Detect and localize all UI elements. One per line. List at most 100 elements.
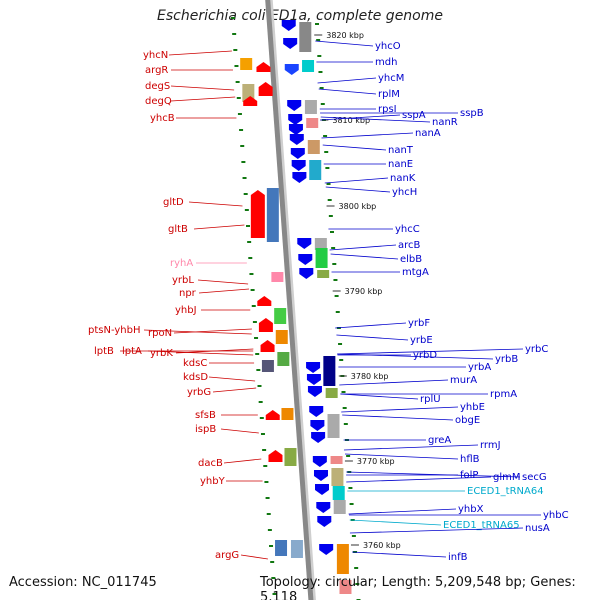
leader-line <box>220 428 259 434</box>
gene-block <box>274 308 287 324</box>
plus-strand-gene <box>316 502 331 513</box>
plus-strand-gene <box>289 134 304 145</box>
genome-title: Escherichia coli ED1a, complete genome <box>157 8 443 24</box>
leader-line <box>198 288 250 294</box>
gene-label-degS: degS <box>145 81 170 92</box>
leader-line <box>342 414 454 421</box>
minus-strand-gene <box>260 340 275 352</box>
gene-label-ECED1tRNA64: ECED1_tRNA64 <box>467 486 544 497</box>
gene-label-rpoN: rpoN <box>148 328 172 339</box>
plus-strand-gene <box>315 484 329 495</box>
gene-label-nanR: nanR <box>432 117 458 128</box>
gene-label-yhcO: yhcO <box>375 41 401 52</box>
gene-label-sspA: sspA <box>402 110 426 121</box>
leader-line <box>340 393 419 400</box>
gene-label-yrbL: yrbL <box>172 275 194 286</box>
gene-label-greA: greA <box>428 435 451 446</box>
gene-label-dacB: dacB <box>198 458 223 469</box>
minus-strand-gene <box>257 296 272 306</box>
gene-block <box>332 486 345 500</box>
bp-tick-label: 3800 kbp <box>339 202 377 211</box>
leader-line <box>346 471 521 478</box>
gene-label-sfsB: sfsB <box>195 410 216 421</box>
leader-line <box>318 88 377 95</box>
gene-block <box>299 22 312 52</box>
leader-line <box>330 253 399 260</box>
plus-strand-gene <box>288 114 303 125</box>
gene-label-yhbE: yhbE <box>460 402 485 413</box>
minus-strand-gene <box>256 62 271 72</box>
gene-label-nusA: nusA <box>525 523 550 534</box>
leader-line <box>337 348 524 355</box>
plus-strand-gene <box>283 38 298 49</box>
leader-line <box>212 387 257 393</box>
gene-block <box>302 60 315 72</box>
gene-block <box>306 118 319 128</box>
gene-label-yrbC: yrbC <box>525 344 548 355</box>
gene-label-argG: argG <box>215 550 239 561</box>
gene-label-yrbF: yrbF <box>408 318 430 329</box>
leader-line <box>315 40 374 47</box>
gene-label-yhcB: yhcB <box>150 113 175 124</box>
gene-label-yhbX: yhbX <box>458 504 484 515</box>
gene-block <box>261 360 274 372</box>
gene-label-rrmJ: rrmJ <box>480 440 501 451</box>
accession-label: Accession: NC_011745 <box>9 575 157 590</box>
leader-line <box>170 96 236 102</box>
leader-line <box>343 444 479 451</box>
gene-block <box>309 160 322 180</box>
leader-line <box>320 116 431 123</box>
gene-label-nanK: nanK <box>390 173 416 184</box>
gene-block <box>317 270 330 278</box>
gene-label-yhbY: yhbY <box>200 476 226 487</box>
leader-line <box>339 379 449 386</box>
leader-line <box>352 551 447 558</box>
leader-line <box>335 322 407 329</box>
leader-line <box>325 186 391 193</box>
gene-label-argR: argR <box>145 65 168 76</box>
minus-strand-gene <box>258 318 273 332</box>
gene-label-yrbD: yrbD <box>413 350 437 361</box>
gene-block <box>284 448 297 466</box>
gene-label-mdh: mdh <box>375 57 397 68</box>
gene-label-kdsC: kdsC <box>183 358 207 369</box>
bp-tick-label: 3810 kbp <box>332 116 370 125</box>
gene-label-npr: npr <box>179 288 197 299</box>
gene-label-rpmA: rpmA <box>490 389 517 400</box>
plus-strand-gene <box>299 268 314 279</box>
gene-block <box>277 352 290 366</box>
plus-strand-gene <box>284 64 299 75</box>
gene-label-kdsD: kdsD <box>183 372 208 383</box>
leader-line <box>346 476 492 483</box>
bp-tick-label: 3760 kbp <box>363 541 401 550</box>
leader-line <box>349 519 442 526</box>
gene-label-yhcC: yhcC <box>395 224 420 235</box>
leader-line <box>320 114 401 121</box>
gene-block <box>266 188 279 242</box>
gene-label-yhcH: yhcH <box>392 187 417 198</box>
gene-label-degQ: degQ <box>145 96 172 107</box>
plus-strand-gene <box>310 420 325 431</box>
gene-label-yrbE: yrbE <box>410 335 433 346</box>
plus-strand-gene <box>306 362 321 373</box>
plus-strand-gene <box>307 386 322 397</box>
genome-backbone <box>265 0 314 600</box>
leader-line <box>349 527 524 534</box>
minus-strand-gene <box>258 82 273 96</box>
leader-line <box>208 376 256 382</box>
gene-block <box>307 140 320 154</box>
plus-strand-gene <box>291 160 306 171</box>
plus-strand-gene <box>313 470 328 481</box>
gene-label-yrbB: yrbB <box>495 354 518 365</box>
gene-label-yhbJ: yhbJ <box>175 305 197 316</box>
bp-tick-label: 3780 kbp <box>351 372 389 381</box>
gene-label-sspB: sspB <box>460 108 484 119</box>
minus-strand-gene <box>243 96 258 106</box>
gene-label-secG: secG <box>522 472 547 483</box>
gene-label-yhcM: yhcM <box>378 73 404 84</box>
leader-line <box>341 406 459 413</box>
leader-line <box>188 201 243 207</box>
leader-line <box>193 224 245 230</box>
gene-label-infB: infB <box>448 552 468 563</box>
minus-strand-gene <box>250 190 265 238</box>
